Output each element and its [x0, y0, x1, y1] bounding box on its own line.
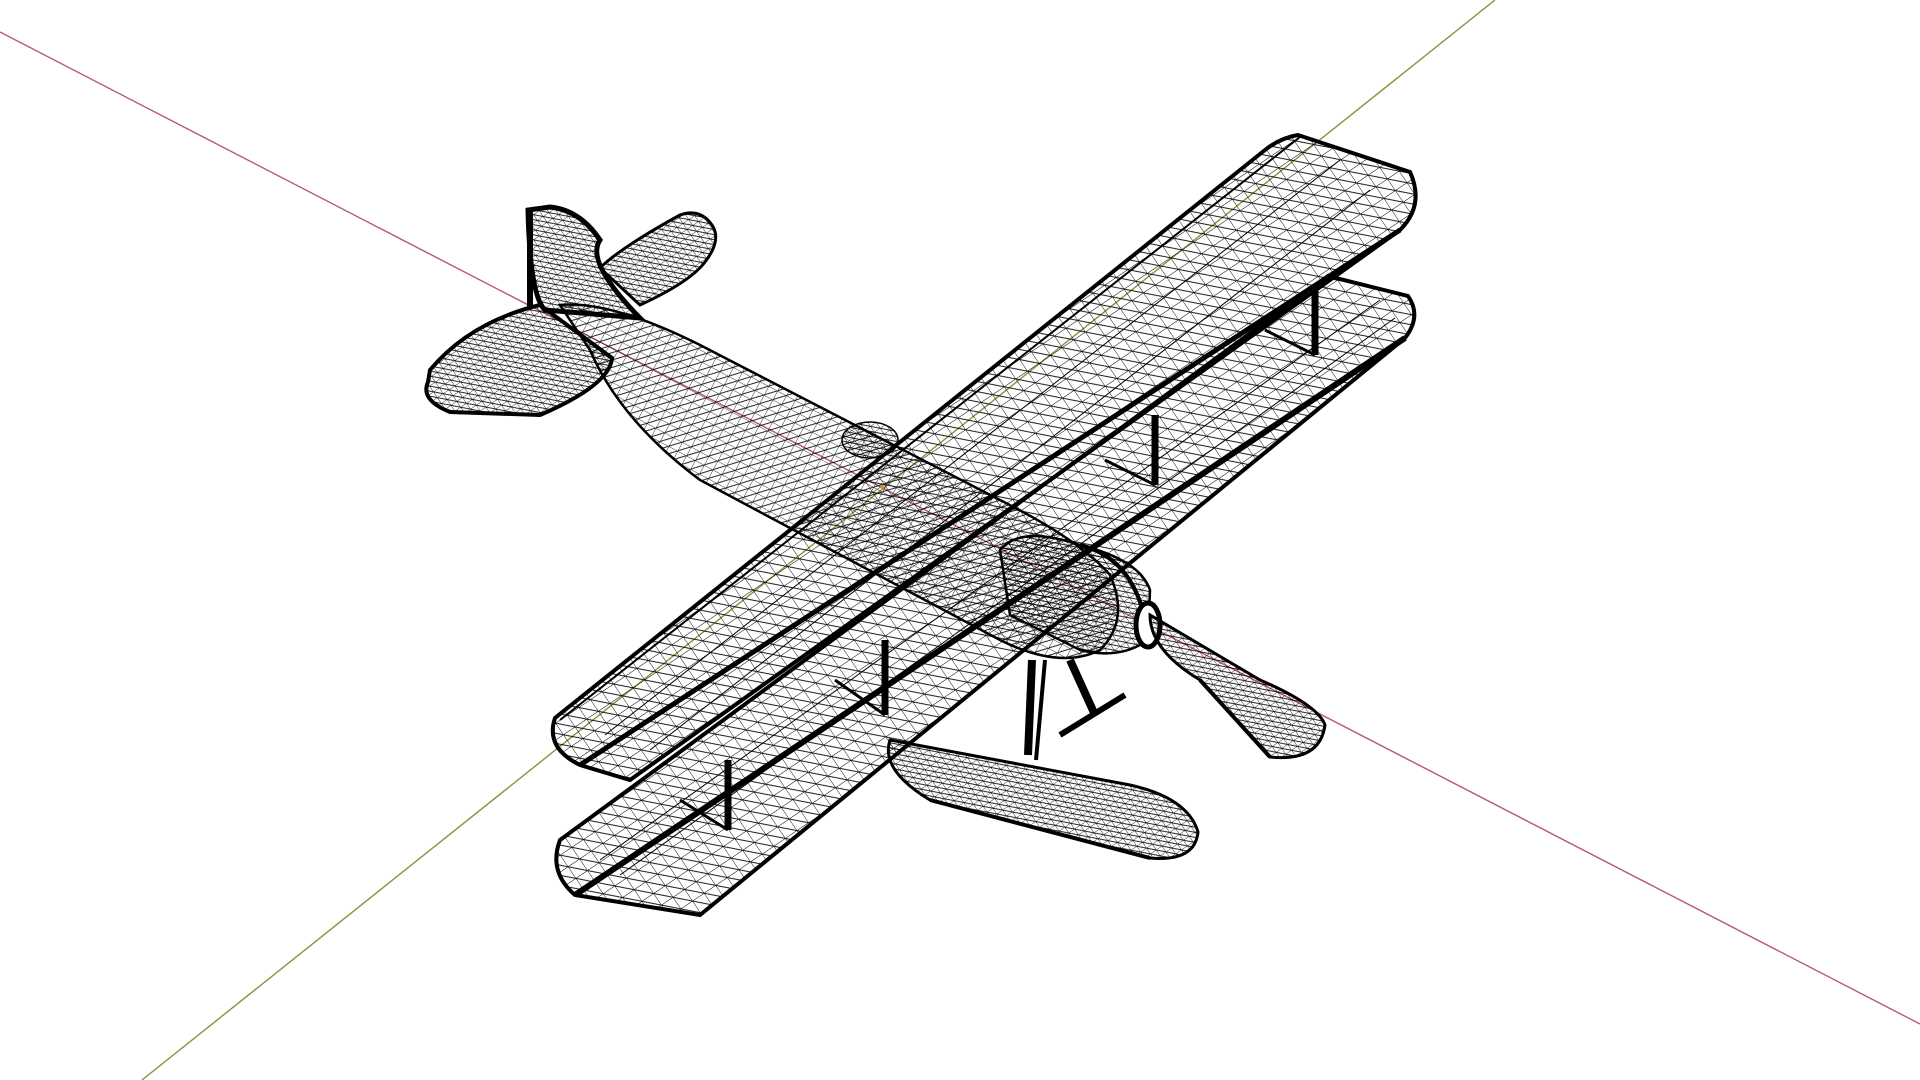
left-float[interactable]: [886, 738, 1200, 860]
upper-wing[interactable]: [550, 132, 1418, 783]
float-struts: [1024, 658, 1127, 761]
right-float[interactable]: [1148, 612, 1327, 760]
horizontal-stabilizer[interactable]: [424, 211, 718, 418]
vertical-fin[interactable]: [525, 204, 647, 322]
origin-marker: [880, 485, 884, 489]
biplane-model[interactable]: [424, 132, 1418, 918]
interplane-struts: [679, 290, 1319, 832]
